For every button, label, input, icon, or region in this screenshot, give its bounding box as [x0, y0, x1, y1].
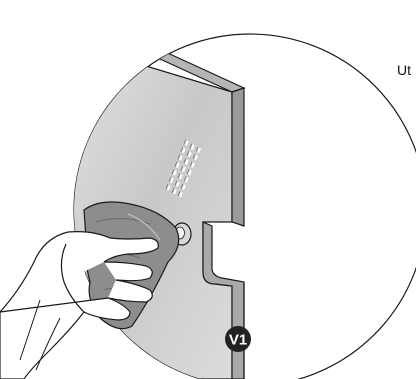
badge-label: V1	[229, 332, 247, 349]
step-badge: V1	[225, 326, 251, 352]
panel-right-edge	[232, 88, 244, 226]
side-text-label: Ut	[397, 62, 411, 78]
